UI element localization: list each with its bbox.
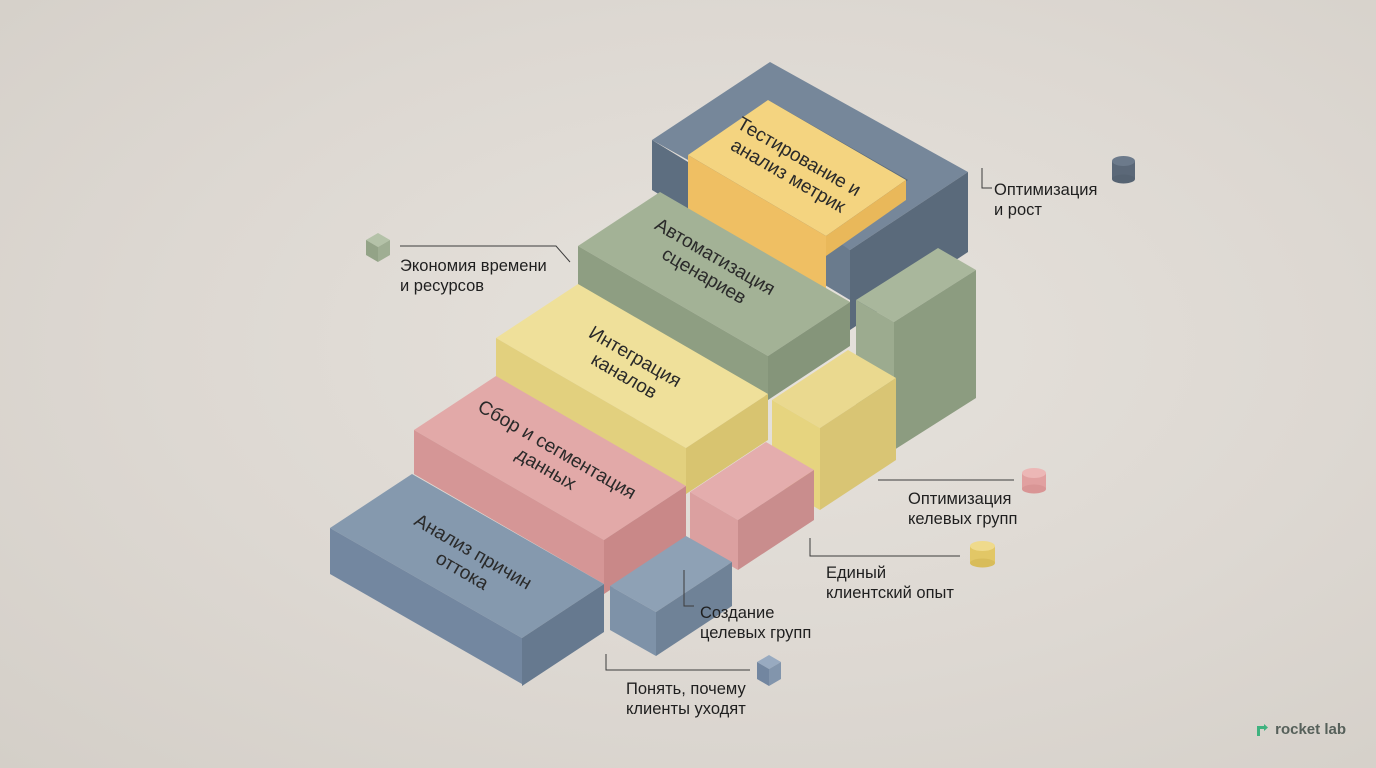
step-4-block: [578, 192, 850, 400]
growth-leader-line: [981, 168, 992, 189]
economy-text-line1: Экономия времени: [400, 257, 547, 275]
step-3-block: [496, 284, 768, 494]
unified-marker-icon: [970, 541, 995, 568]
economy-marker-icon: [366, 233, 390, 262]
step-5-block: [688, 100, 906, 290]
growth-text-line1: Оптимизация: [994, 181, 1097, 199]
understand-marker-icon: [757, 655, 781, 686]
step-1-block: [330, 474, 604, 686]
economy-leader-line: [400, 245, 571, 263]
right-slate-block: [610, 536, 732, 656]
optimize-groups-text-line1: Оптимизация: [908, 490, 1011, 508]
logo-text: rocket lab: [1275, 721, 1346, 738]
unified-text-line2: клиентский опыт: [826, 584, 954, 602]
rocket-lab-logo: rocket lab: [1255, 721, 1346, 738]
optimize-groups-marker-icon: [1022, 468, 1046, 494]
unified-leader-line: [809, 538, 960, 557]
unified-text-line1: Единый: [826, 564, 886, 582]
understand-text-line1: Понять, почему: [626, 680, 746, 698]
growth-text-line2: и рост: [994, 201, 1042, 219]
right-rose-block: [690, 442, 814, 570]
target-groups-text-line1: Создание: [700, 604, 774, 622]
target-groups-leader-line: [683, 570, 694, 607]
optimize-groups-text-line2: келевых групп: [908, 510, 1017, 528]
rocket-lab-logo-icon: [1257, 723, 1269, 736]
step-2-block: [414, 376, 686, 594]
understand-leader-line: [605, 654, 750, 671]
economy-text-line2: и ресурсов: [400, 277, 484, 295]
understand-text-line2: клиенты уходят: [626, 700, 746, 718]
growth-marker-icon: [1112, 156, 1135, 184]
target-groups-text-line2: целевых групп: [700, 624, 811, 642]
